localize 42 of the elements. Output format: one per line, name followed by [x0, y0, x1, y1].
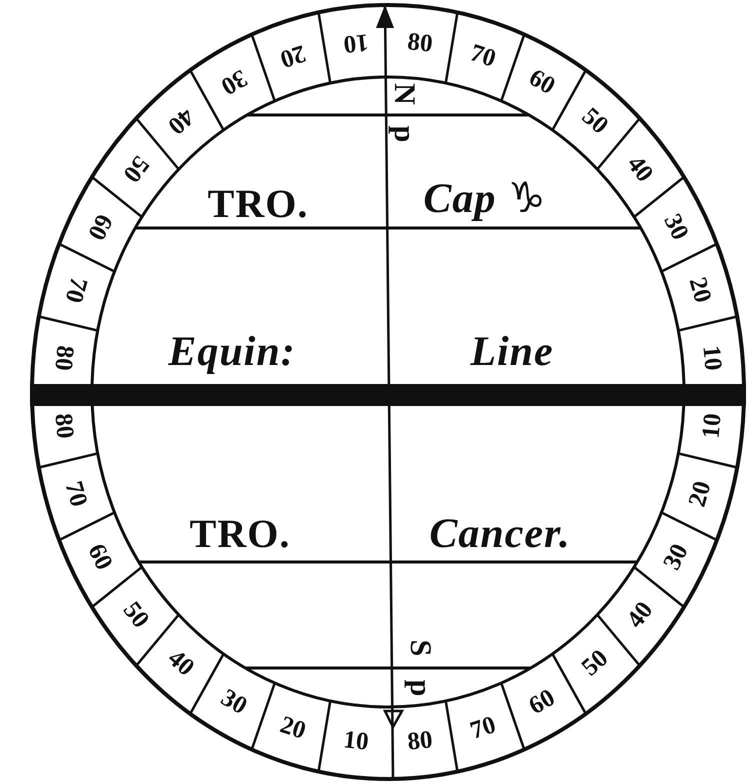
degree-number: 30: [658, 210, 692, 244]
degree-number: 70: [60, 478, 92, 510]
degree-number: 30: [217, 65, 252, 100]
degree-number: 40: [164, 103, 199, 138]
degree-number: 50: [118, 597, 154, 632]
degree-number: 60: [524, 65, 559, 100]
degree-number: 10: [342, 728, 370, 756]
degree-number: 60: [524, 684, 559, 719]
degree-number: 10: [698, 412, 726, 440]
degree-number: 20: [278, 712, 310, 744]
degree-number: 10: [698, 344, 726, 372]
degree-number: 50: [577, 103, 612, 138]
degree-number: 20: [684, 274, 716, 306]
degree-number: 60: [84, 210, 118, 244]
degree-number: 20: [278, 40, 310, 72]
tropic-label: TRO.: [208, 184, 308, 224]
degree-number: 30: [217, 684, 252, 719]
equator-label: Line: [470, 331, 554, 373]
degree-number: 70: [60, 274, 92, 306]
tropic-label: Cap ♑: [423, 178, 547, 220]
degree-number: 80: [406, 728, 434, 756]
tropic-label: TRO.: [190, 514, 290, 554]
degree-number: 40: [622, 597, 658, 632]
degree-number: 50: [577, 646, 612, 681]
degree-number: 20: [684, 478, 716, 510]
degree-number: 50: [118, 152, 154, 187]
degree-number: 70: [466, 40, 498, 72]
degree-number: 40: [622, 152, 658, 187]
degree-number: 60: [84, 540, 118, 574]
tropic-label: Cancer.: [429, 513, 571, 555]
degree-number: 80: [50, 412, 78, 440]
degree-number: 70: [466, 712, 498, 744]
degree-number: 80: [50, 344, 78, 372]
pole-label: S: [405, 640, 435, 656]
degree-number: 10: [342, 28, 370, 56]
degree-number: 30: [658, 540, 692, 574]
pole-label: N: [389, 83, 419, 105]
degree-number: 80: [406, 28, 434, 56]
equator-label: Equin:: [168, 331, 296, 373]
degree-number: 40: [164, 646, 199, 681]
pole-label: p: [405, 680, 435, 696]
pole-label: p: [389, 126, 419, 142]
